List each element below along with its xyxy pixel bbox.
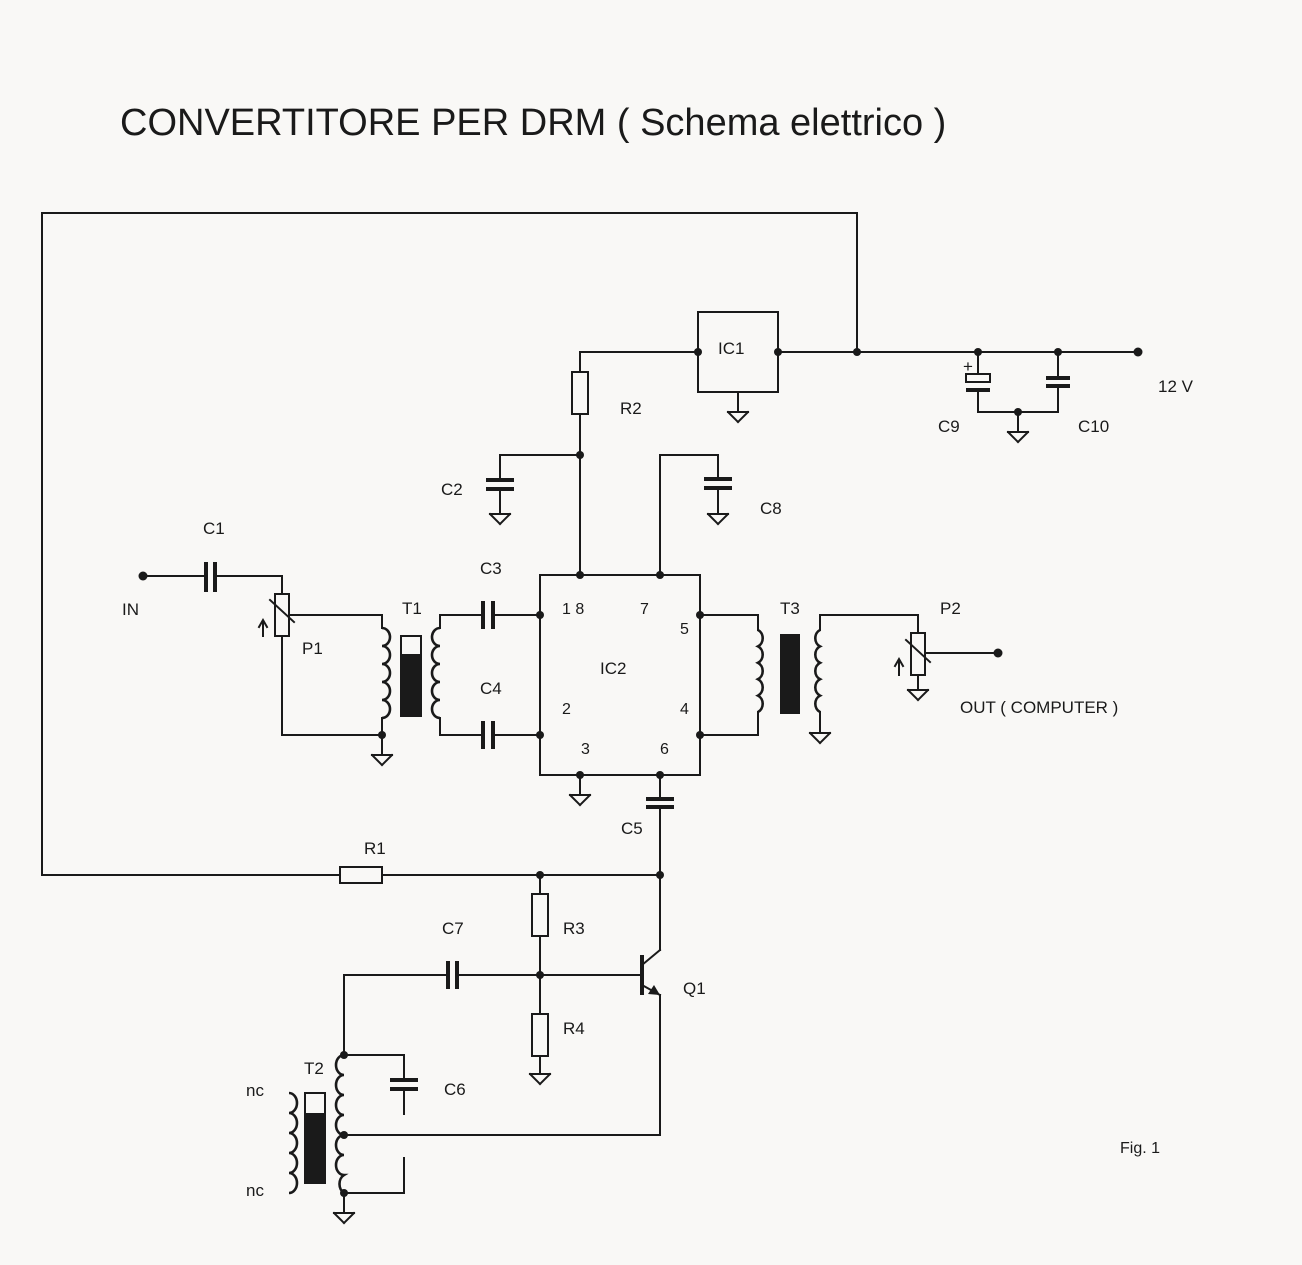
supply-label: 12 V: [1158, 377, 1194, 396]
ic2-pin-2: 2: [562, 701, 571, 718]
feedback-loop-wire: [41, 212, 858, 876]
r2-resistor: [571, 351, 699, 576]
t2-nc-top: nc: [246, 1081, 264, 1100]
input-label: IN: [122, 600, 139, 619]
figure-label: Fig. 1: [1120, 1140, 1160, 1157]
c3-capacitor: [481, 601, 541, 629]
r3-label: R3: [563, 919, 585, 938]
supply-rail: [777, 347, 1143, 357]
r4-label: R4: [563, 1019, 585, 1038]
ic2-label: IC2: [600, 659, 626, 678]
c10-label: C10: [1078, 417, 1109, 436]
c9-capacitor: [965, 351, 991, 413]
q1-transistor: [343, 948, 662, 1136]
input-terminal: [138, 571, 205, 581]
p2-potentiometer: [893, 632, 1003, 701]
diagram-title: CONVERTITORE PER DRM ( Schema elettrico …: [120, 102, 946, 144]
r2-label: R2: [620, 399, 642, 418]
t3-label: T3: [780, 599, 800, 618]
ic2-pin-6: 6: [660, 741, 669, 758]
c5-capacitor: [646, 774, 674, 951]
p1-label: P1: [302, 639, 323, 658]
r4-resistor: [529, 1013, 551, 1085]
ic2-pin-4: 4: [680, 701, 689, 718]
r1-resistor: [339, 866, 661, 884]
t1-label: T1: [402, 599, 422, 618]
p1-potentiometer: [257, 593, 383, 736]
t1-transformer: [371, 614, 481, 766]
ic1-regulator: [694, 311, 782, 423]
c9-plus-sign: +: [963, 357, 973, 376]
c10-capacitor: [977, 351, 1070, 443]
c1-label: C1: [203, 519, 225, 538]
t3-transformer: [699, 614, 919, 744]
c4-label: C4: [480, 679, 502, 698]
t2-label: T2: [304, 1059, 324, 1078]
c2-capacitor: [486, 454, 581, 525]
c8-capacitor: [659, 454, 732, 576]
ic2-pin-5: 5: [680, 621, 689, 638]
c6-capacitor: [343, 1054, 418, 1115]
r1-label: R1: [364, 839, 386, 858]
c4-capacitor: [481, 721, 541, 749]
c7-label: C7: [442, 919, 464, 938]
c6-label: C6: [444, 1080, 466, 1099]
r3-resistor: [531, 874, 549, 1015]
c2-label: C2: [441, 480, 463, 499]
c5-label: C5: [621, 819, 643, 838]
c3-label: C3: [480, 559, 502, 578]
ic2-pin-1-8: 1 8: [562, 601, 584, 618]
ic2-pin-7: 7: [640, 601, 649, 618]
c7-capacitor: [343, 961, 641, 1056]
q1-label: Q1: [683, 979, 706, 998]
p2-label: P2: [940, 599, 961, 618]
output-label: OUT ( COMPUTER ): [960, 698, 1118, 717]
t2-transformer: [288, 1051, 405, 1224]
t2-nc-bottom: nc: [246, 1181, 264, 1200]
c8-label: C8: [760, 499, 782, 518]
ic1-label: IC1: [718, 339, 744, 358]
ic2-mixer: [536, 571, 704, 806]
ic2-pin-3: 3: [581, 741, 590, 758]
c9-label: C9: [938, 417, 960, 436]
c1-capacitor: [204, 562, 283, 595]
